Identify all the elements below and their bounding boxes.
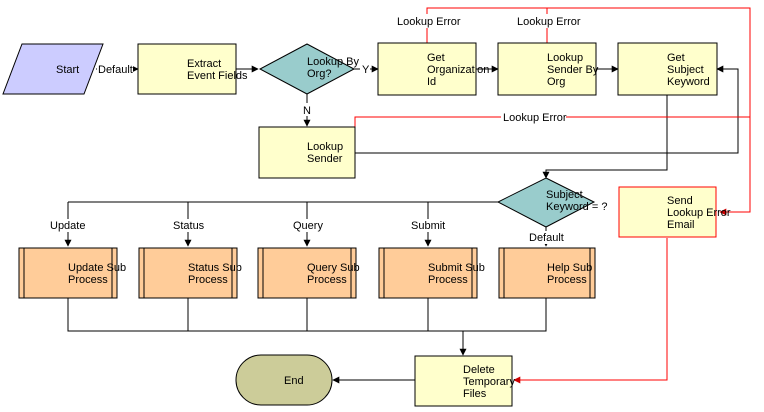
help-sub-process-shape	[498, 247, 596, 299]
end-label: End	[284, 375, 304, 387]
edge-label-no: N	[303, 105, 311, 117]
start-label: Start	[56, 64, 79, 76]
edge-label-status: Status	[173, 220, 205, 232]
lookup-by-org-decision-shape	[258, 43, 356, 95]
edge-subprocess-merge-bus	[67, 298, 547, 332]
start-shape	[2, 43, 104, 95]
edge-label-lookup-error-sender-by-org: Lookup Error	[517, 16, 581, 28]
error-edge-email-to-delete	[513, 238, 668, 384]
edge-label-update: Update	[50, 220, 85, 232]
edge-labels: Default Y N Lookup Error Lookup Error Lo…	[49, 14, 581, 244]
edge-subject-to-keyword-decision	[542, 95, 668, 179]
status-sub-process-shape	[138, 247, 238, 299]
edge-lookup-sender-to-subject	[355, 65, 739, 154]
edge-label-yes: Y	[362, 64, 370, 76]
edge-label-submit: Submit	[411, 220, 445, 232]
get-organization-id-shape	[377, 42, 477, 96]
error-edge-get-org	[426, 7, 751, 216]
query-sub-process-shape	[257, 247, 357, 299]
error-edge-lookup-sender	[354, 116, 750, 130]
send-lookup-error-email-shape	[618, 186, 717, 238]
end-shape	[235, 354, 333, 406]
delete-temporary-files-shape	[414, 355, 513, 407]
lookup-sender-shape	[258, 126, 356, 179]
extract-event-fields-shape	[137, 43, 237, 95]
edge-label-default-help: Default	[529, 232, 564, 244]
edge-label-lookup-error-get-org: Lookup Error	[397, 16, 461, 28]
edge-label-lookup-error-lookup-sender: Lookup Error	[503, 112, 567, 124]
node-end: End	[235, 354, 333, 406]
edge-label-query: Query	[293, 220, 323, 232]
lookup-sender-by-org-shape	[497, 42, 597, 96]
node-start: Start	[2, 43, 104, 95]
edge-label-default-start: Default	[98, 64, 133, 76]
submit-sub-process-shape	[378, 247, 478, 299]
get-subject-keyword-shape	[617, 42, 718, 96]
subject-keyword-decision-shape	[496, 177, 596, 228]
update-sub-process-shape	[18, 247, 118, 299]
